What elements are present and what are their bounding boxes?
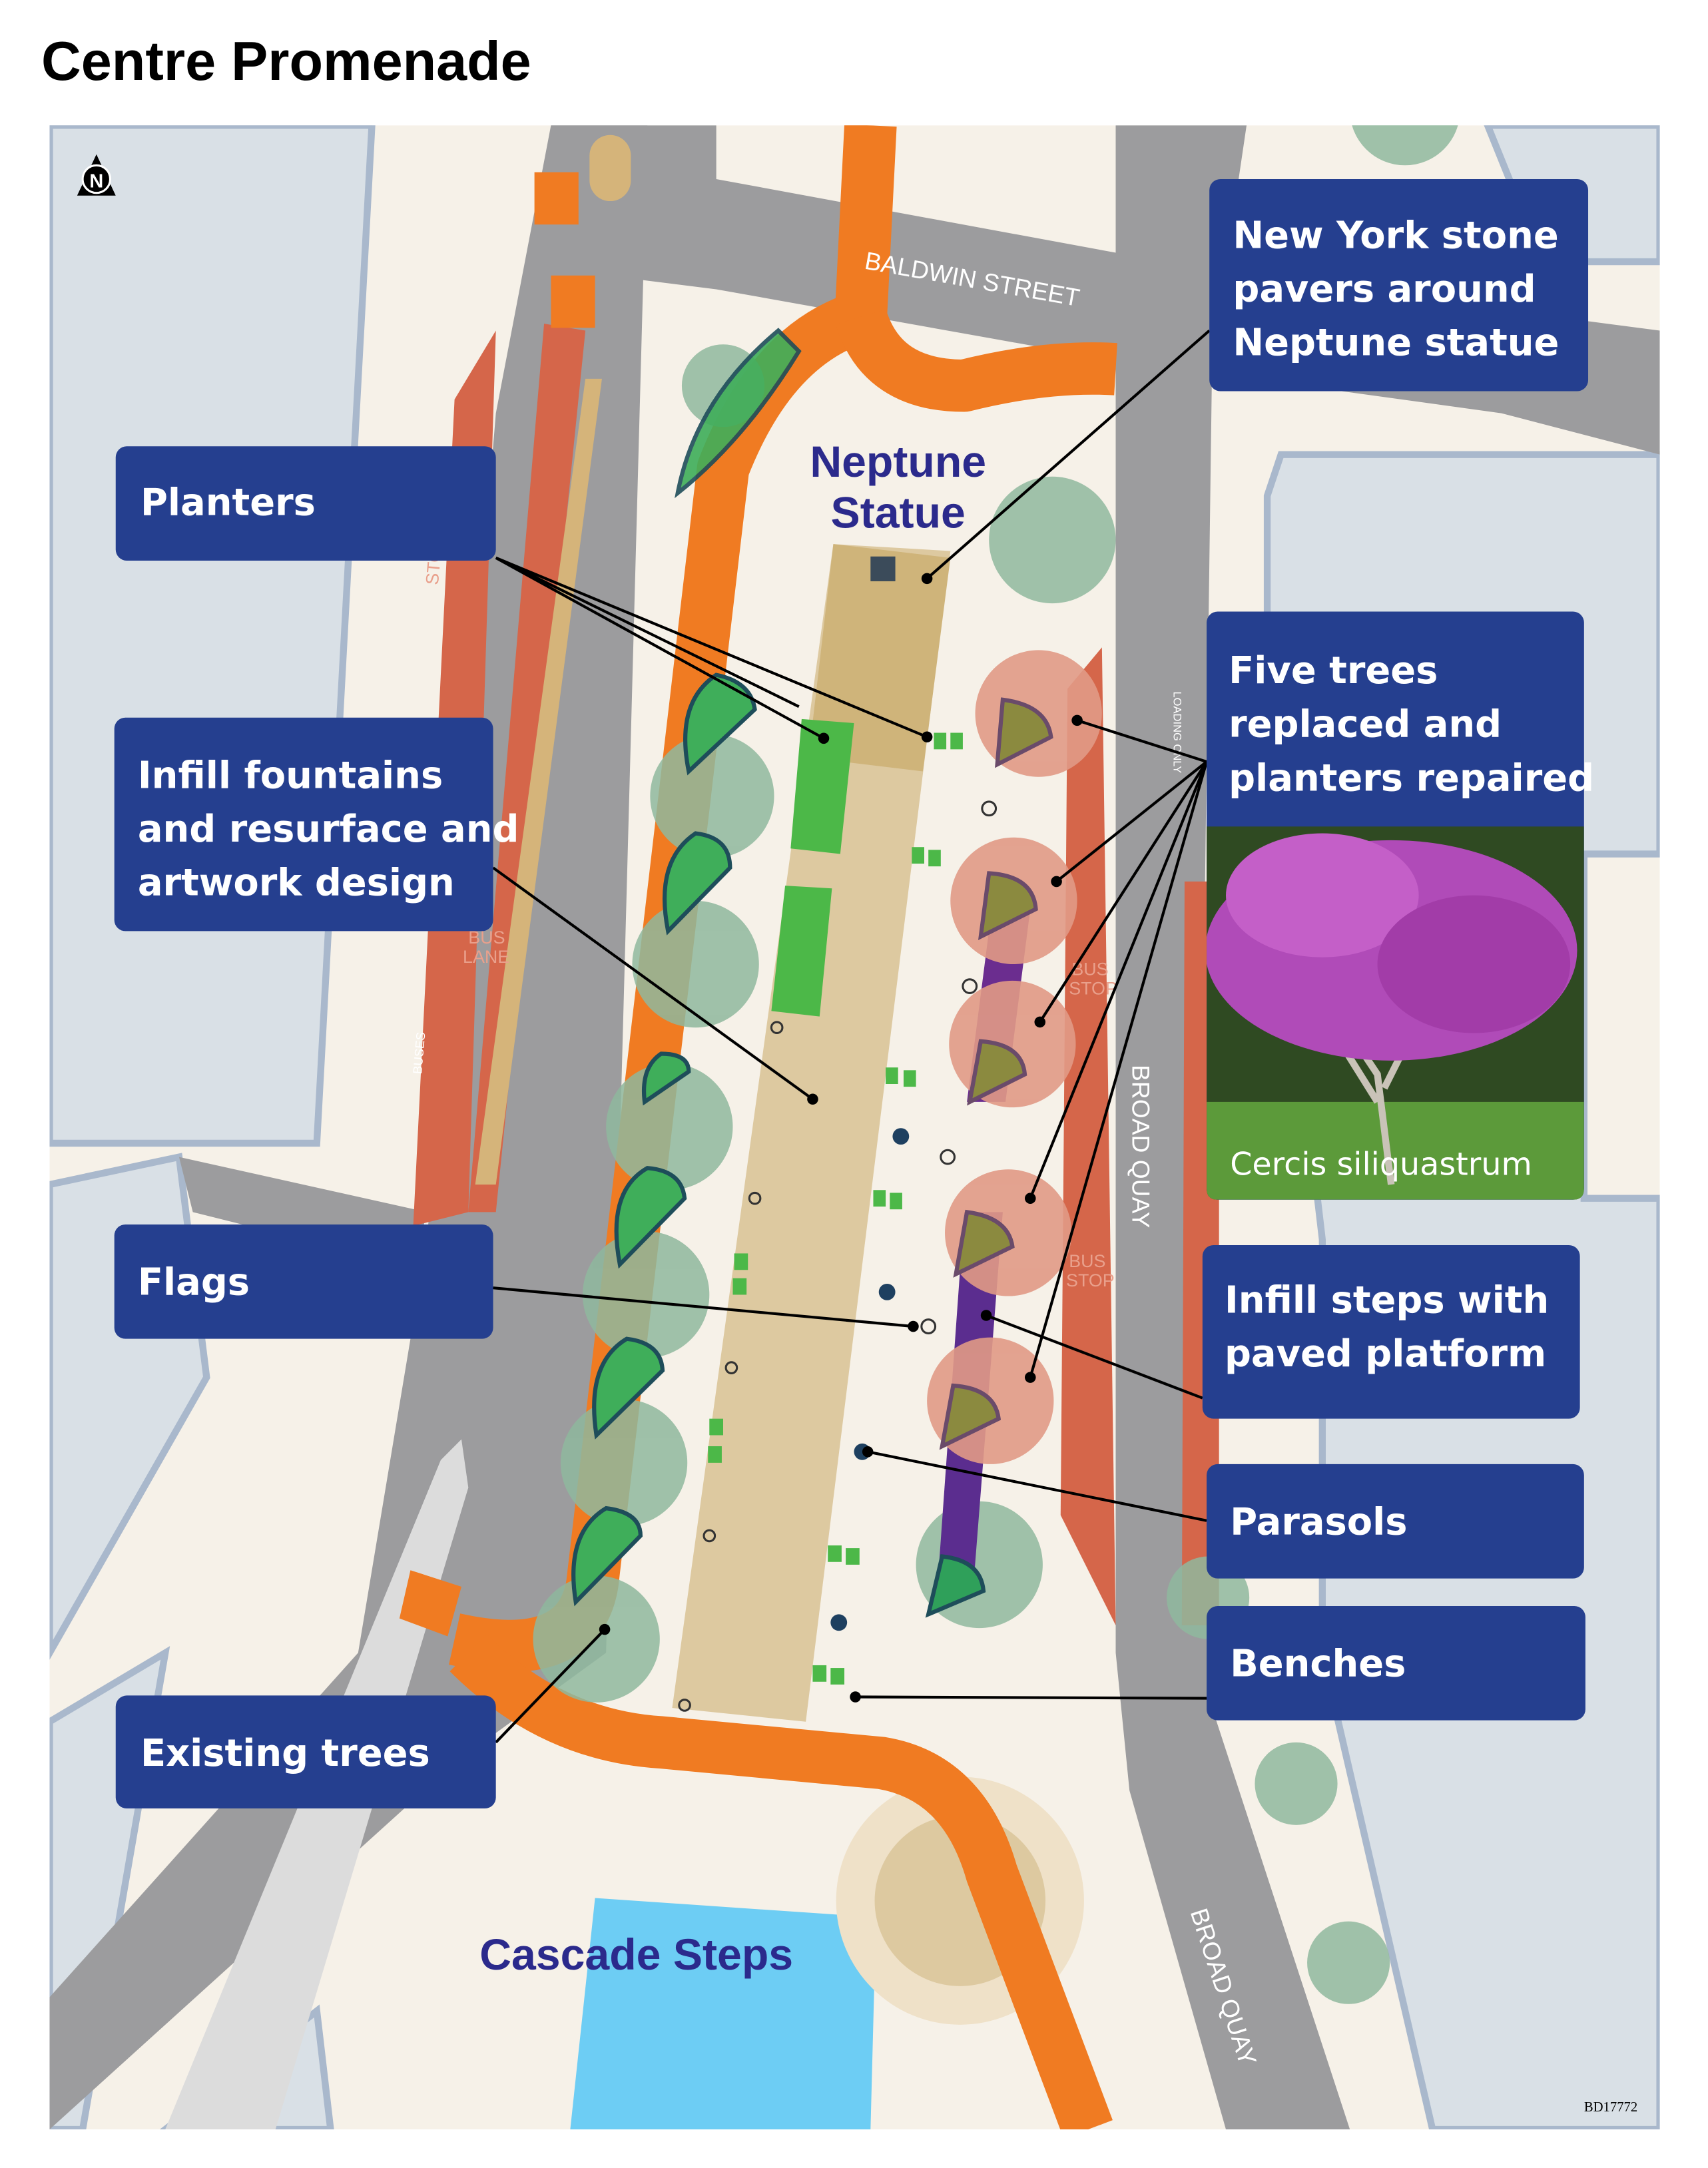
page-title: Centre Promenade — [41, 30, 531, 92]
svg-text:Benches: Benches — [1230, 1642, 1406, 1685]
cascade-steps-water — [570, 1898, 876, 2130]
svg-text:Planters: Planters — [141, 481, 316, 525]
cascade-steps-label: Cascade Steps — [479, 1930, 793, 1980]
fountain-infill — [771, 886, 832, 1017]
broad-quay-label: BROAD QUAY — [1127, 1065, 1155, 1228]
bollard-strip — [589, 135, 631, 202]
svg-text:Existing trees: Existing trees — [141, 1732, 430, 1775]
promenade-paving — [672, 544, 951, 1722]
photo-caption: Cercis siliquastrum — [1230, 1147, 1532, 1183]
svg-text:Flags: Flags — [138, 1260, 250, 1304]
reference-code: BD17772 — [1584, 2100, 1637, 2115]
loading-only-label: LOADING ONLY — [1171, 691, 1183, 773]
north-arrow-icon: N — [77, 154, 116, 196]
tram-strip — [475, 378, 602, 1185]
callout-parasols: Parasols — [1207, 1464, 1584, 1579]
planters — [571, 328, 1053, 1618]
cycle-route — [449, 125, 1117, 2130]
cercis-tree-photo: Cercis siliquastrum — [1207, 826, 1584, 1200]
svg-text:Parasols: Parasols — [1230, 1500, 1407, 1543]
benches — [708, 732, 963, 1685]
callout-planters: Planters — [115, 446, 496, 561]
callout-existing-trees: Existing trees — [115, 1695, 496, 1809]
cycle-stands — [399, 172, 595, 1637]
svg-text:N: N — [89, 170, 103, 192]
fountain-infill — [790, 718, 854, 854]
flags — [678, 800, 997, 1712]
callout-benches: Benches — [1207, 1605, 1585, 1721]
new-york-stone-area — [808, 544, 951, 772]
neptune-statue-base — [870, 556, 896, 581]
leader-lines — [492, 329, 1211, 1744]
callout-flags: Flags — [114, 1224, 493, 1339]
